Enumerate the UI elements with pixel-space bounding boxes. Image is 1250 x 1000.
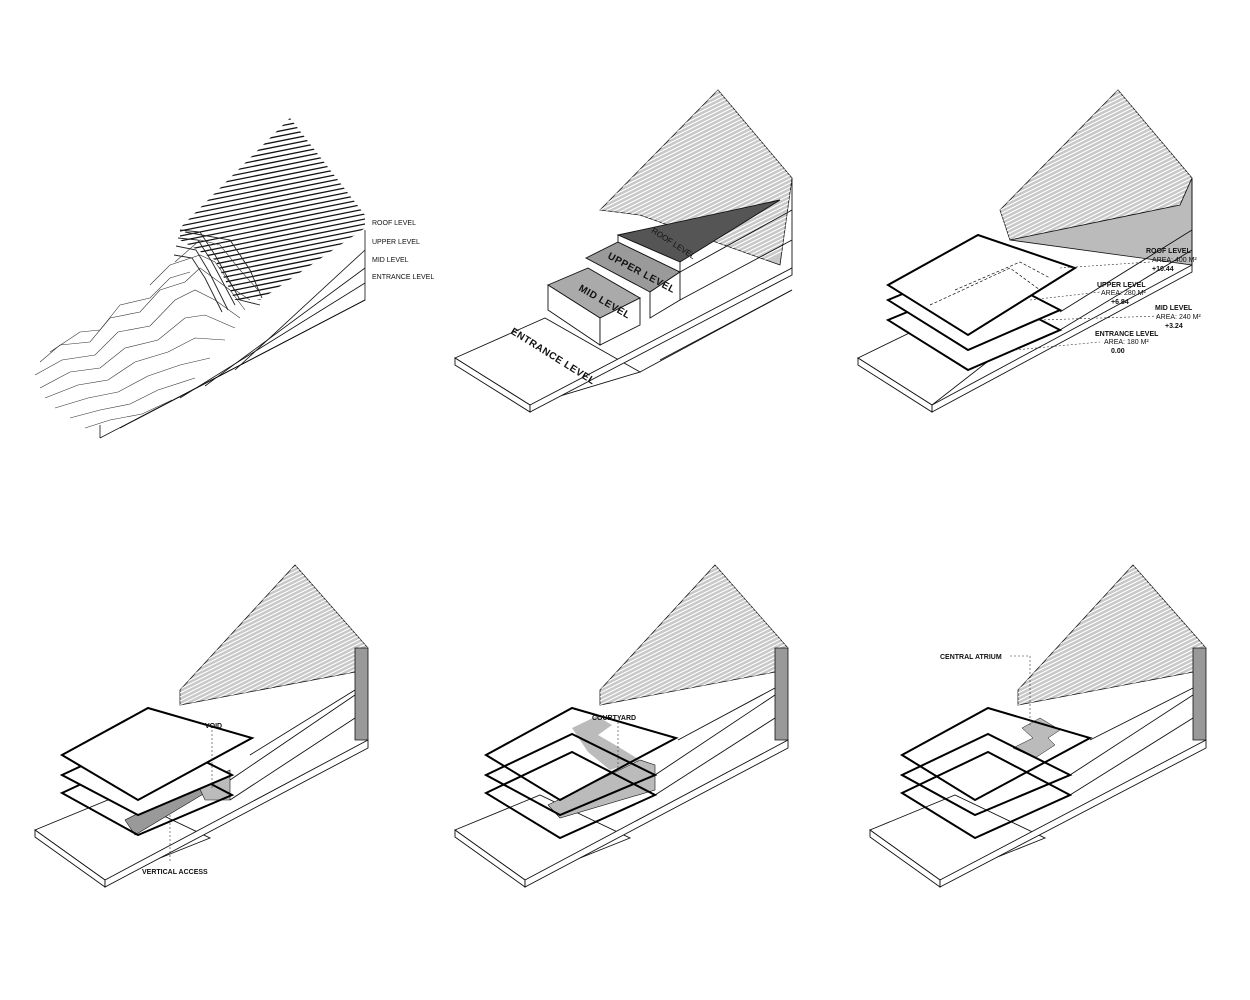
label-vertical-access: VERTICAL ACCESS <box>142 869 208 876</box>
inner-dashed-volume <box>929 261 1051 306</box>
hill-mass <box>599 89 793 266</box>
topo-steep-zone <box>173 229 263 313</box>
floor-plates <box>885 233 1078 372</box>
panel-courtyard: COURTYARD <box>454 564 789 888</box>
panel-void: VOID VERTICAL ACCESS <box>34 564 369 888</box>
site-block <box>869 687 1207 888</box>
entrance-block <box>454 178 793 413</box>
level-data-labels: ROOF LEVEL AREA: 400 M² +10.44 UPPER LEV… <box>1095 248 1201 355</box>
label-upper-level: UPPER LEVEL <box>372 239 420 246</box>
floor-plates <box>59 706 255 837</box>
mid-level-area: AREA: 240 M² <box>1156 314 1201 321</box>
panel-stepped-levels: ROOF LEVEL UPPER LEVEL MID LEVEL ENTRANC… <box>454 89 793 413</box>
label-central-atrium: CENTRAL ATRIUM <box>940 654 1002 661</box>
entrance-level-area: AREA: 180 M² <box>1104 339 1149 346</box>
label-entrance-level: ENTRANCE LEVEL <box>372 274 434 281</box>
roof-level-name: ROOF LEVEL <box>1146 248 1191 255</box>
topo-contours <box>180 118 365 300</box>
entrance-level-elevation: 0.00 <box>1111 348 1125 355</box>
site-block <box>454 687 789 888</box>
entrance-level-name: ENTRANCE LEVEL <box>1095 331 1159 338</box>
panel-levels-area: ROOF LEVEL AREA: 400 M² +10.44 UPPER LEV… <box>857 89 1201 413</box>
atrium-void <box>1012 717 1061 759</box>
label-roof-level: ROOF LEVEL <box>372 220 416 227</box>
panel-topography: ROOF LEVEL UPPER LEVEL MID LEVEL ENTRANC… <box>34 118 434 439</box>
hill-mass <box>599 564 789 741</box>
leader-lines <box>1010 655 1031 725</box>
mid-block <box>547 267 641 346</box>
label-mid-level: MID LEVEL <box>372 257 409 264</box>
leader-lines <box>1014 261 1161 351</box>
upper-level-elevation: +6.84 <box>1111 299 1129 306</box>
roof-level-area: AREA: 400 M² <box>1152 257 1197 264</box>
courtyard-void <box>547 716 656 819</box>
leader-lines <box>169 730 213 862</box>
roof-plane <box>616 199 781 273</box>
label-courtyard: COURTYARD <box>592 715 636 722</box>
floor-plates <box>899 706 1093 840</box>
label-void: VOID <box>205 723 222 730</box>
topo-level-labels: ROOF LEVEL UPPER LEVEL MID LEVEL ENTRANC… <box>372 220 434 281</box>
topo-site-block <box>99 230 366 439</box>
floor-plates <box>483 706 679 840</box>
upper-level-area: AREA: 280 M² <box>1101 290 1146 297</box>
panel-atrium: CENTRAL ATRIUM <box>869 564 1207 888</box>
mid-level-name: MID LEVEL <box>1155 305 1193 312</box>
topo-lower-contours <box>34 239 259 429</box>
roof-level-elevation: +10.44 <box>1152 266 1174 273</box>
upper-level-name: UPPER LEVEL <box>1097 282 1146 289</box>
mid-level-elevation: +3.24 <box>1165 323 1183 330</box>
site-block <box>34 689 369 888</box>
